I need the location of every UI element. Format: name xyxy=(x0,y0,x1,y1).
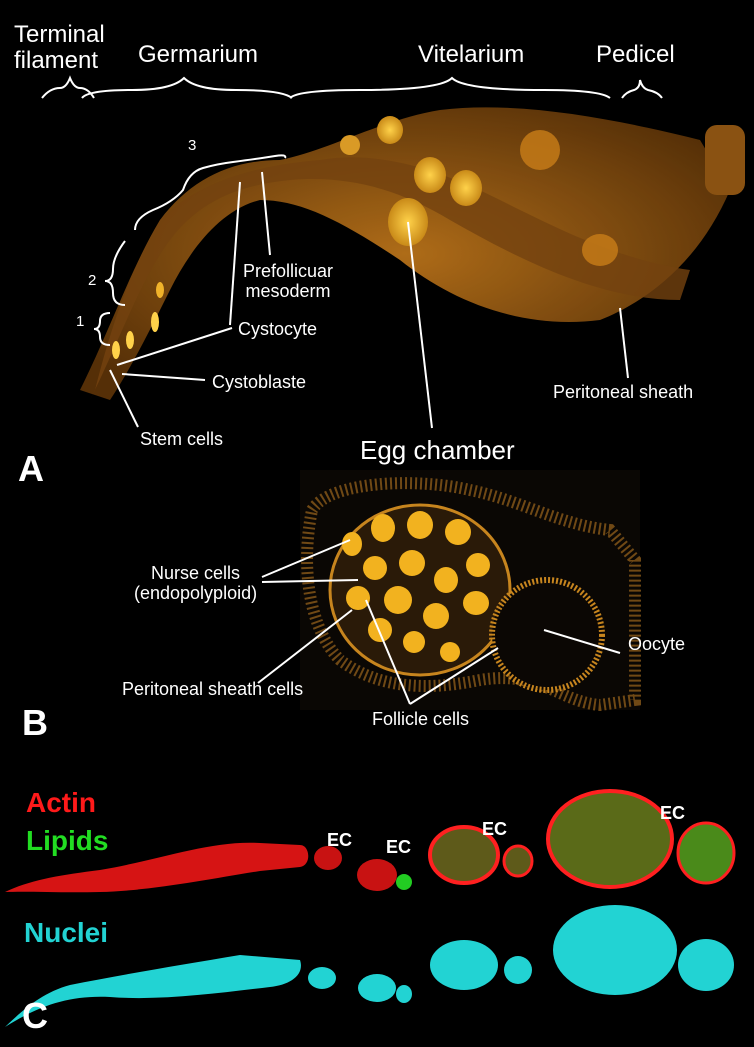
brace-germarium xyxy=(81,76,293,99)
zone-3-label: 3 xyxy=(188,137,197,154)
label-nuclei: Nuclei xyxy=(24,917,109,948)
panel-label-b: B xyxy=(22,702,48,743)
label-follicle-cells: Follicle cells xyxy=(372,709,470,729)
panel-b-egg-chamber-micrograph: Nurse cells (endopolyploid) Peritoneal s… xyxy=(0,470,754,750)
brace-pedicel xyxy=(621,79,663,99)
ec-label-2: EC xyxy=(386,837,412,857)
nuclei-ovariole xyxy=(5,905,734,1027)
label-germarium: Germarium xyxy=(138,41,259,68)
label-oocyte: Oocyte xyxy=(628,634,686,654)
ec-label-3: EC xyxy=(482,819,508,839)
zone-1-label: 1 xyxy=(76,313,85,330)
label-actin: Actin xyxy=(26,787,96,818)
label-lipids: Lipids xyxy=(26,825,109,856)
label-prefollicular-mesoderm: Prefollicuar mesoderm xyxy=(243,261,334,301)
label-cystocyte: Cystocyte xyxy=(238,319,318,339)
label-peritoneal-sheath: Peritoneal sheath xyxy=(553,382,694,402)
label-terminal-filament: Terminal filament xyxy=(14,21,105,75)
ovariole-image xyxy=(41,75,745,429)
label-stem-cells: Stem cells xyxy=(140,429,224,449)
label-vitelarium: Vitelarium xyxy=(418,41,525,68)
ec-label-1: EC xyxy=(327,830,353,850)
zone-2-label: 2 xyxy=(88,272,97,289)
panel-label-c: C xyxy=(22,995,48,1036)
label-pedicel: Pedicel xyxy=(596,41,675,68)
actin-lipids-ovariole xyxy=(5,789,736,893)
panel-label-a: A xyxy=(18,448,44,489)
peritoneal-sheath xyxy=(301,477,641,712)
panel-c-fluorescence-ovariole: Actin Lipids Nuclei EC EC EC EC C xyxy=(0,775,754,1047)
oocyte-circle xyxy=(489,577,605,693)
label-egg-chamber: Egg chamber xyxy=(360,435,515,465)
label-peritoneal-sheath-cells: Peritoneal sheath cells xyxy=(122,679,304,699)
label-cystoblaste: Cystoblaste xyxy=(212,372,307,392)
egg-chamber-image xyxy=(257,470,641,712)
ovariole-tubes xyxy=(80,107,730,400)
pedicel-tip xyxy=(705,125,745,195)
fluorescence-image xyxy=(5,789,736,1027)
ec-label-4: EC xyxy=(660,803,686,823)
brace-vitelarium xyxy=(289,76,611,99)
nurse-cells xyxy=(342,511,490,662)
brace-terminal-filament xyxy=(41,75,95,99)
label-nurse-cells: Nurse cells (endopolyploid) xyxy=(134,563,258,603)
panel-a-ovariole-micrograph: Terminal filament Germarium Vitelarium P… xyxy=(0,0,754,490)
